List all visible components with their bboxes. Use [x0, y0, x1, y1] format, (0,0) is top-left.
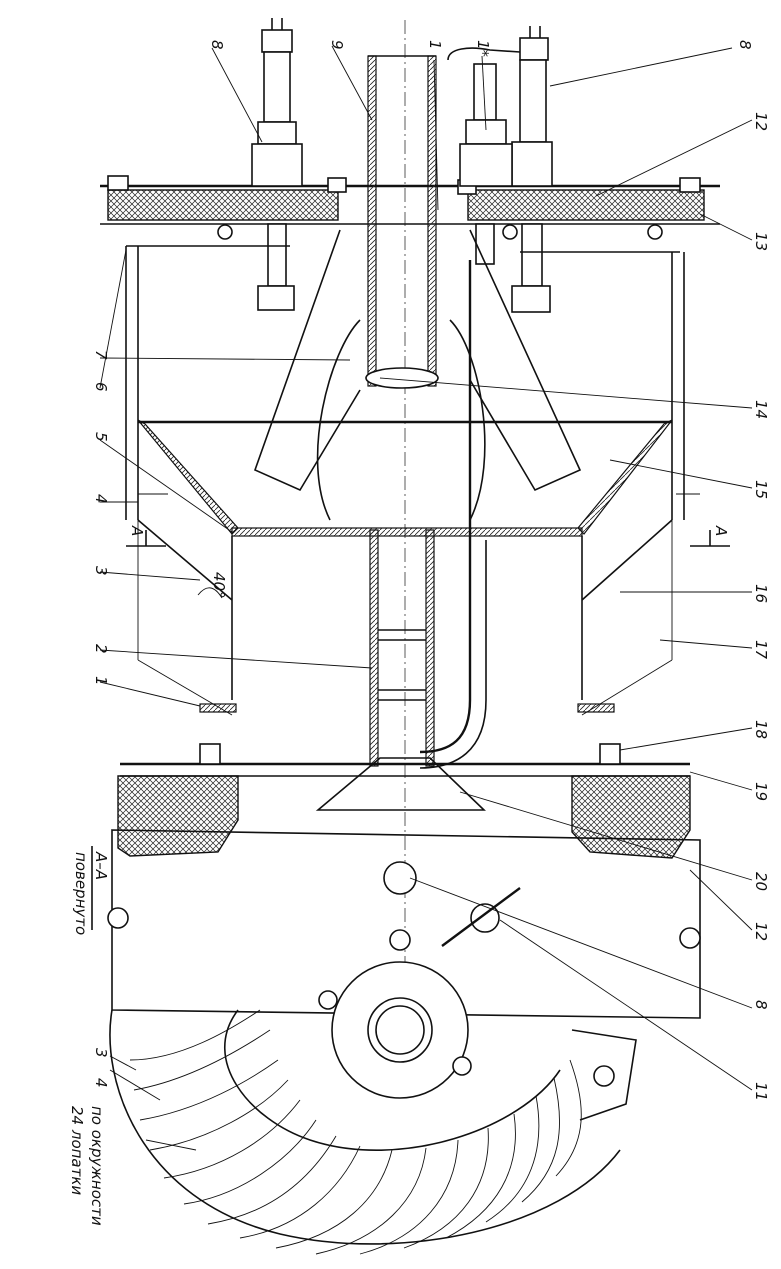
left-refractory-block	[117, 775, 239, 857]
blades-note-line2: по окружности	[88, 1106, 106, 1226]
callout-8-right: 8	[736, 40, 754, 50]
blade-sector-bracket	[571, 1029, 637, 1121]
right-refractory-block	[571, 775, 691, 859]
top-flange-plate	[100, 184, 720, 225]
section-title: А–А	[92, 851, 110, 880]
callout-8-bottom: 8	[752, 1000, 770, 1010]
leader-lines	[99, 45, 753, 1151]
inner-nozzle-tube	[369, 529, 435, 767]
callout-15: 15	[752, 480, 770, 499]
callout-14: 14	[752, 400, 770, 419]
callout-1star-top: 1*	[474, 40, 492, 58]
callout-17: 17	[752, 640, 770, 660]
callout-13: 13	[752, 232, 770, 251]
callout-5: 5	[92, 432, 110, 442]
angle-label: 40°	[210, 572, 228, 599]
swirler-vanes	[253, 229, 582, 521]
callout-11: 11	[752, 1082, 770, 1101]
callout-4-section: 4	[92, 1078, 110, 1088]
left-valve-assembly	[251, 18, 303, 311]
blades-note-line1: 24 лопатки	[68, 1106, 86, 1195]
fuel-pipe	[419, 260, 472, 754]
deflector-cone	[315, 757, 486, 811]
section-title-block: А–А повернуто	[72, 846, 110, 935]
callouts-left-column: 8 9 7 6 5 4 3 2 1	[92, 40, 346, 686]
callout-12-top: 12	[752, 112, 770, 131]
section-marker-right: A	[690, 525, 730, 547]
callout-3-section: 3	[92, 1048, 110, 1058]
section-a-a-view	[107, 829, 701, 1245]
callout-4: 4	[92, 494, 110, 504]
flange-bolts	[107, 175, 701, 240]
callout-8-left: 8	[208, 40, 226, 50]
callouts-top-small: 1 1*	[426, 40, 492, 58]
callout-16: 16	[752, 584, 770, 603]
callout-9: 9	[328, 40, 346, 50]
callout-6: 6	[92, 382, 110, 392]
callout-3: 3	[92, 566, 110, 576]
callout-1: 1	[92, 676, 110, 686]
callout-2: 2	[92, 644, 110, 654]
callout-18: 18	[752, 720, 770, 739]
callout-19: 19	[752, 782, 770, 801]
svg-text:A: A	[712, 525, 730, 536]
callout-20: 20	[752, 872, 770, 891]
callouts-right-column: 8 12 13 14 15 16 17 18 19 20 12 8 11	[736, 40, 770, 1101]
outer-casing	[125, 245, 685, 520]
swirl-blades-fan	[129, 1009, 582, 1255]
callout-1-top: 1	[426, 40, 444, 50]
central-tube	[365, 55, 439, 389]
section-marker-left: A	[126, 525, 166, 547]
callout-7: 7	[92, 350, 110, 360]
right-valve-assembly	[511, 26, 553, 313]
section-subtitle: повернуто	[72, 852, 90, 935]
combustion-chamber-cone	[137, 419, 673, 716]
callout-12-bottom: 12	[752, 922, 770, 941]
svg-text:A: A	[128, 525, 146, 536]
